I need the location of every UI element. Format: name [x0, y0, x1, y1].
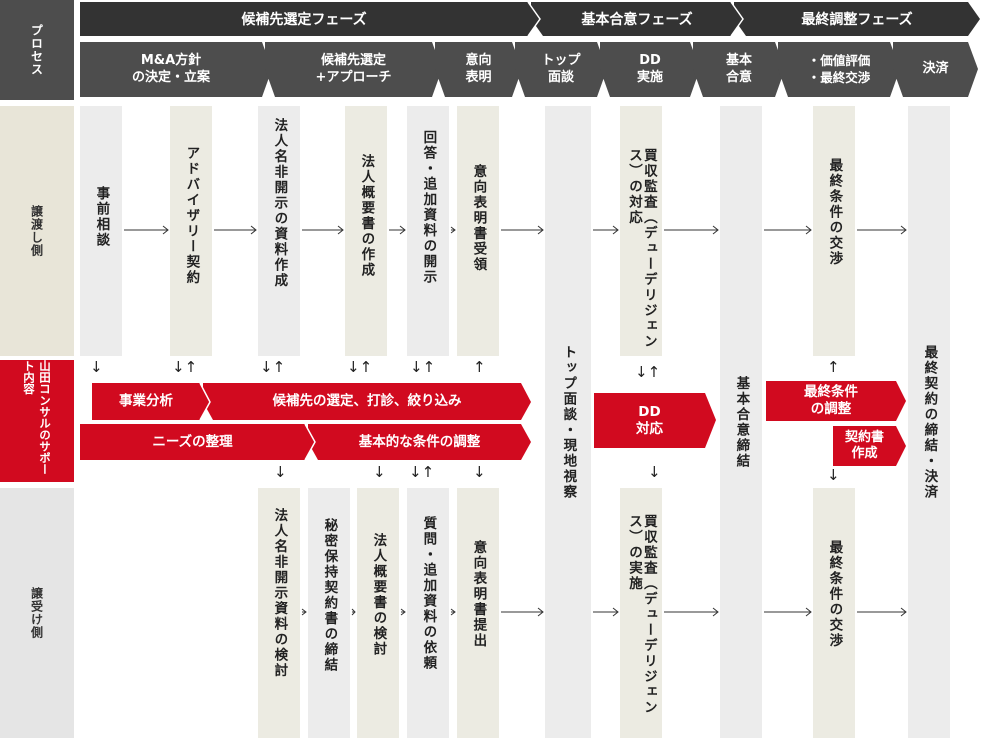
banner-label-dd-support: DD 対応 — [636, 403, 663, 437]
step-chevron-6 — [693, 42, 785, 97]
phase-bar — [80, 1, 980, 37]
step-label-4: トップ 面談 — [541, 52, 581, 85]
shared-step-final-contract: 最終契約の締結・決済 — [908, 106, 950, 738]
step-label-2: 候補先選定 +アプローチ — [315, 52, 392, 85]
arrow-up-final: ↑ — [827, 358, 840, 376]
step-chevron-7 — [778, 42, 900, 97]
seller-step-dd-response: 買収監査（デューデリジェンス）の対応 — [620, 106, 662, 356]
phase-chevron-1 — [80, 2, 540, 36]
phase-label-1: 候補先選定フェーズ — [241, 12, 367, 28]
arrow-down-buyer-dd: ↓ — [648, 463, 661, 481]
arrow-down-buyer-profile: ↓ — [373, 463, 386, 481]
banner-label-final-terms: 最終条件 の調整 — [804, 384, 858, 417]
phase-chevron-2 — [531, 2, 743, 36]
arrow-updown-advisory: ↓↑ — [172, 358, 198, 376]
step-label-1: M&A方針 の決定・立案 — [131, 52, 210, 85]
step-chevron-5 — [600, 42, 700, 97]
buyer-step-loi-submission: 意向表明書提出 — [457, 488, 499, 738]
step-chevron-2 — [265, 42, 442, 97]
banner-label-needs-organization: ニーズの整理 — [152, 433, 233, 450]
seller-step-company-profile: 法人概要書の作成 — [345, 106, 387, 356]
step-label-3: 意向 表明 — [465, 52, 492, 85]
seller-step-additional-disclosure: 回答・追加資料の開示 — [407, 106, 449, 356]
banner-label-basic-terms: 基本的な条件の調整 — [358, 433, 481, 450]
step-bar — [80, 42, 978, 97]
shared-step-basic-agreement: 基本合意締結 — [720, 106, 762, 738]
seller-step-final-negotiation: 最終条件の交渉 — [813, 106, 855, 356]
step-chevron-1 — [80, 42, 272, 97]
arrow-updown-anonymous: ↓↑ — [260, 358, 286, 376]
arrow-down-buyer-anonymous: ↓ — [274, 463, 287, 481]
side-label-process: プロセス — [0, 0, 74, 100]
banner-label-business-analysis: 事業分析 — [119, 393, 173, 410]
side-label-buyer: 譲受け側 — [0, 488, 74, 738]
buyer-step-final-negotiation: 最終条件の交渉 — [813, 488, 855, 738]
side-label-seller: 譲渡し側 — [0, 106, 74, 356]
step-label-5: DD 実施 — [636, 52, 663, 85]
arrow-updown-profile: ↓↑ — [347, 358, 373, 376]
arrow-down-buyer-loi: ↓ — [473, 463, 486, 481]
arrow-updown-dd: ↓↑ — [635, 363, 661, 381]
arrow-down-buyer-final: ↓ — [827, 466, 840, 484]
phase-label-2: 基本合意フェーズ — [581, 12, 693, 28]
arrow-updown-buyer-question: ↓↑ — [409, 463, 435, 481]
arrow-down-consultation: ↓ — [90, 358, 103, 376]
buyer-step-anonymous-review: 法人名非開示資料の検討 — [258, 488, 300, 738]
process-header — [80, 1, 980, 97]
step-chevron-4 — [515, 42, 607, 97]
buyer-step-profile-review: 法人概要書の検討 — [357, 488, 399, 738]
side-label-yamada: 山田コンサルのサポート内容 — [0, 360, 74, 482]
shared-step-top-meeting: トップ面談・現地視察 — [545, 106, 591, 738]
phase-chevron-3 — [734, 2, 980, 36]
step-chevron-8 — [893, 42, 978, 97]
buyer-step-question-request: 質問・追加資料の依頼 — [407, 488, 449, 738]
seller-step-advisory-contract: アドバイザリー契約 — [170, 106, 212, 356]
buyer-step-dd-execution: 買収監査（デューデリジェンス）の実施 — [620, 488, 662, 738]
seller-flow-arrows — [124, 225, 907, 235]
phase-label-3: 最終調整フェーズ — [801, 12, 913, 28]
step-label-6: 基本 合意 — [725, 52, 752, 85]
step-label-8: 決済 — [922, 61, 949, 77]
seller-step-consultation: 事前相談 — [80, 106, 122, 356]
step-chevron-3 — [435, 42, 522, 97]
banner-label-contract-drafting: 契約書 作成 — [844, 429, 884, 461]
buyer-step-nda: 秘密保持契約書の締結 — [308, 488, 350, 738]
seller-step-loi-received: 意向表明書受領 — [457, 106, 499, 356]
step-label-7: ・価値評価 ・最終交渉 — [807, 53, 871, 85]
arrow-updown-disclosure: ↓↑ — [410, 358, 436, 376]
arrow-up-loi: ↑ — [473, 358, 486, 376]
banner-label-candidate-selection: 候補先の選定、打診、絞り込み — [272, 393, 462, 410]
seller-step-anonymous-material: 法人名非開示の資料作成 — [258, 106, 300, 356]
